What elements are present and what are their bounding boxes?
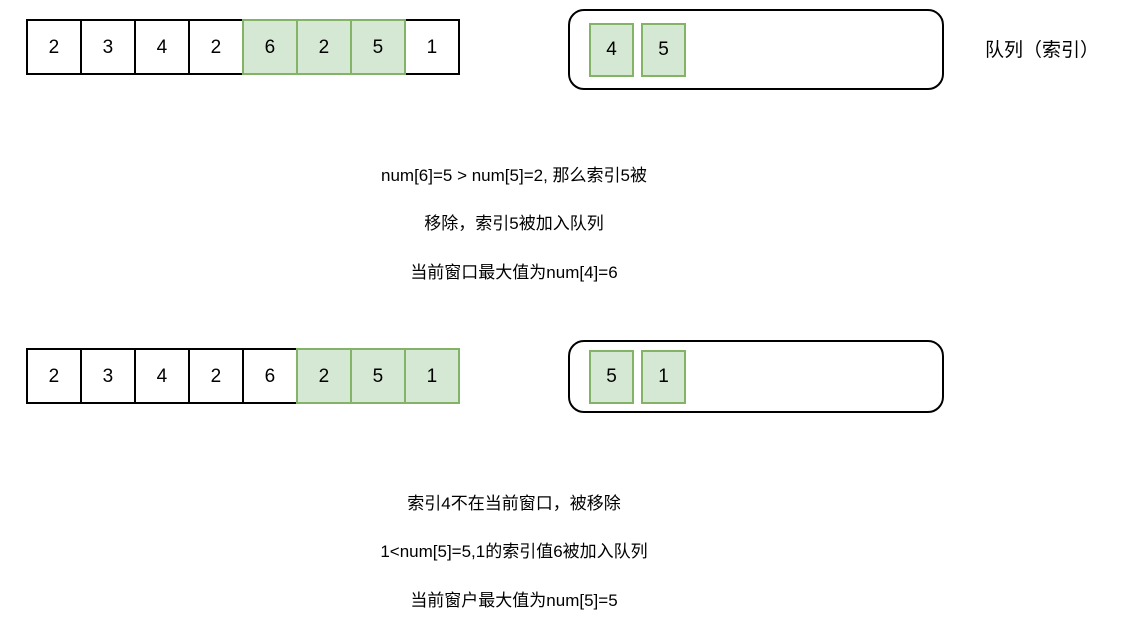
array-row-step1: 2 3 4 2 6 2 5 1: [26, 19, 460, 75]
diagram-canvas: 2 3 4 2 6 2 5 1 4 5 队列（索引） num[6]=5 > nu…: [26, 9, 1100, 610]
caption-line: 当前窗口最大值为num[4]=6: [410, 262, 618, 282]
array-cell: 4: [134, 19, 190, 75]
array-cell: 2: [26, 19, 82, 75]
array-cell: 2: [188, 19, 244, 75]
queue-cell: 1: [641, 349, 686, 404]
caption-line: num[6]=5 > num[5]=2, 那么索引5被: [381, 166, 647, 186]
array-cell: 4: [134, 348, 190, 404]
array-cell-highlighted: 5: [350, 348, 406, 404]
queue-cell: 5: [641, 22, 686, 77]
caption-line: 移除，索引5被加入队列: [424, 214, 604, 234]
queue-cell: 5: [589, 349, 634, 404]
array-cell: 2: [26, 348, 82, 404]
caption-line: 1<num[5]=5,1的索引值6被加入队列: [380, 542, 648, 562]
array-cell-highlighted: 1: [404, 348, 460, 404]
caption-step1: num[6]=5 > num[5]=2, 那么索引5被 移除，索引5被加入队列 …: [264, 140, 764, 309]
array-row-step2: 2 3 4 2 6 2 5 1: [26, 348, 460, 404]
caption-step2: 索引4不在当前窗口，被移除 1<num[5]=5,1的索引值6被加入队列 当前窗…: [264, 468, 764, 637]
queue-container-step2: 5 1: [568, 340, 944, 413]
array-cell-highlighted: 2: [296, 19, 352, 75]
array-cell-highlighted: 5: [350, 19, 406, 75]
queue-side-label: 队列（索引）: [985, 40, 1100, 61]
queue-container-step1: 4 5: [568, 9, 944, 90]
queue-items-step2: 5 1: [570, 349, 686, 404]
array-cell: 6: [242, 348, 298, 404]
caption-line: 当前窗户最大值为num[5]=5: [410, 590, 618, 610]
array-cell: 3: [80, 348, 136, 404]
array-cell: 3: [80, 19, 136, 75]
array-cell: 2: [188, 348, 244, 404]
array-cell-highlighted: 2: [296, 348, 352, 404]
queue-cell: 4: [589, 22, 634, 77]
queue-items-step1: 4 5: [570, 22, 686, 77]
array-cell: 1: [404, 19, 460, 75]
caption-line: 索引4不在当前窗口，被移除: [407, 494, 621, 514]
array-cell-highlighted: 6: [242, 19, 298, 75]
